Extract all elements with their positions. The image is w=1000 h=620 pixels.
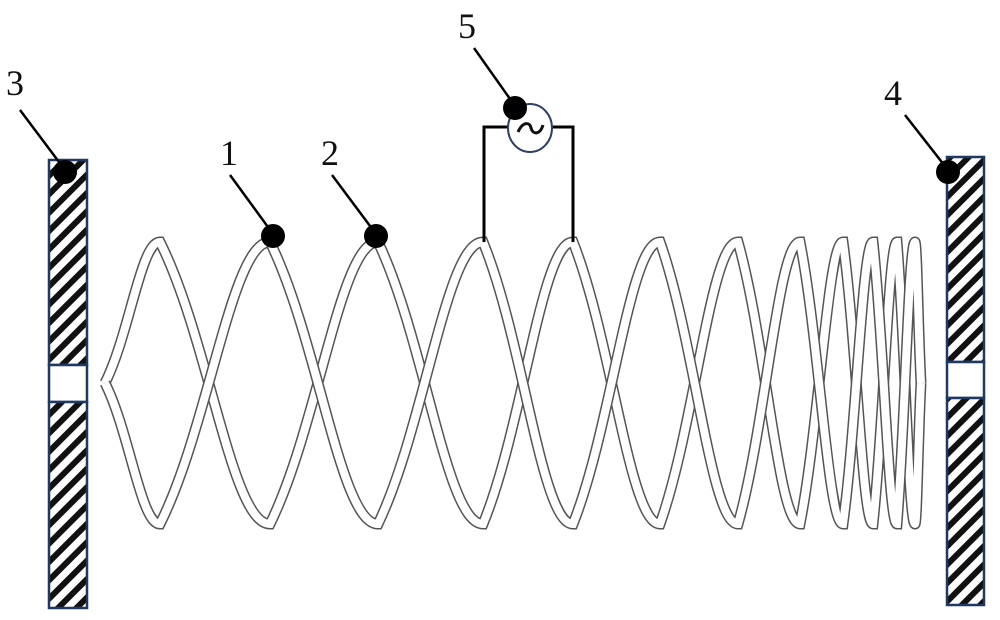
coil-strand-1 <box>101 237 925 529</box>
helical-coil <box>100 236 927 530</box>
coil-strand-2 <box>101 237 925 529</box>
label-coil-band: 1 <box>220 133 238 173</box>
right-wall <box>945 155 986 607</box>
callout-dot-2 <box>364 224 388 248</box>
label-ac-source: 5 <box>458 6 476 46</box>
label-left-wall: 3 <box>6 63 24 103</box>
ac-sine-icon <box>516 122 545 135</box>
left-wall <box>47 158 89 610</box>
label-right-wall: 4 <box>884 73 902 113</box>
callout-dot-5 <box>503 96 527 120</box>
wire-left <box>482 125 509 242</box>
callouts <box>19 47 960 248</box>
coil-strand-outline-1 <box>100 236 927 530</box>
label-coil-peak: 2 <box>321 133 339 173</box>
coil-strand-outline-2 <box>100 236 927 530</box>
callout-dot-1 <box>261 224 285 248</box>
wire-right <box>551 125 575 242</box>
ac-circuit <box>482 103 575 242</box>
callout-dot-3 <box>53 160 77 184</box>
callout-dot-4 <box>936 160 960 184</box>
